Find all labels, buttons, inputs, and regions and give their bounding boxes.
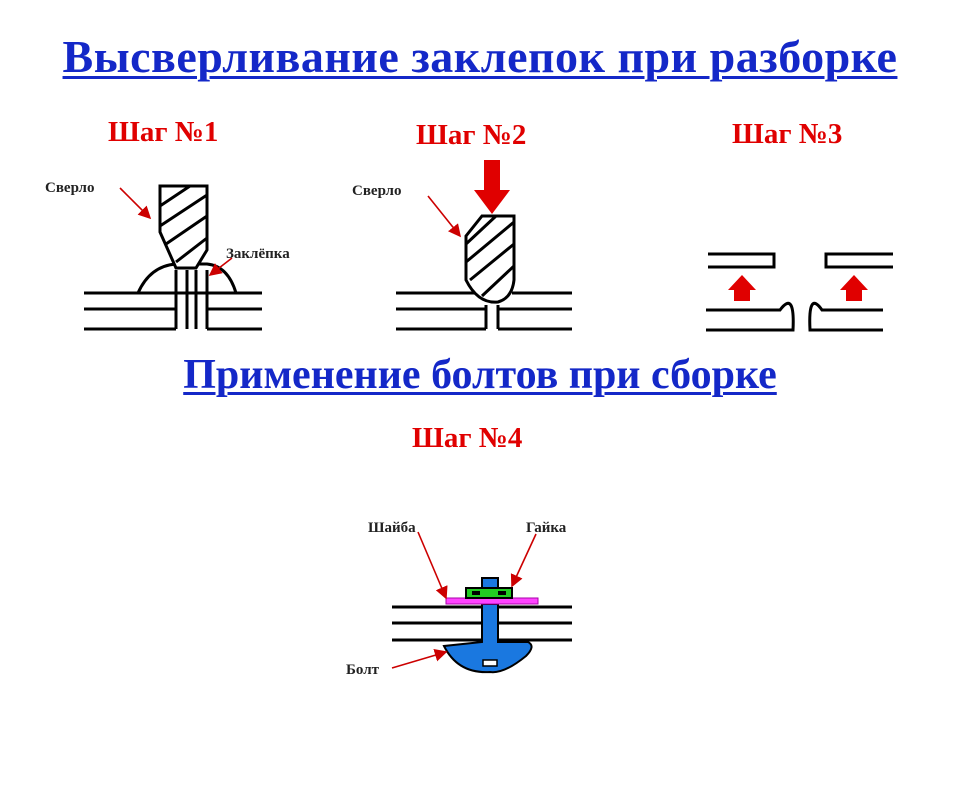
- drill-2: [464, 214, 516, 304]
- bolt-slot: [482, 659, 498, 667]
- drill-pointer-1: [119, 187, 152, 220]
- step-2-label: Шаг №2: [416, 119, 527, 151]
- drill-1: [158, 184, 209, 270]
- label-washer: Шайба: [368, 520, 416, 536]
- title-disassembly: Высверливание заклепок при разборке: [62, 31, 898, 82]
- bolt-tip: [481, 577, 499, 589]
- down-arrow-icon: [474, 160, 510, 214]
- title-assembly: Применение болтов при сборке: [183, 352, 777, 398]
- label-nut: Гайка: [526, 520, 567, 536]
- label-drill-1: Сверло: [45, 180, 94, 196]
- washer-pointer: [417, 531, 448, 600]
- nut-pointer: [510, 533, 537, 588]
- left-plate-3: [706, 252, 795, 332]
- bolt-shape: [442, 603, 533, 674]
- label-rivet-1: Заклёпка: [226, 246, 290, 262]
- right-plate-3: [808, 252, 893, 332]
- rivet-pointer-1: [208, 257, 233, 276]
- step-3-label: Шаг №3: [732, 118, 843, 150]
- step-4-label: Шаг №4: [412, 422, 523, 454]
- rivet-shank-1: [174, 270, 209, 329]
- label-drill-2: Сверло: [352, 183, 401, 199]
- step-1-diagram: [84, 184, 262, 331]
- label-bolt: Болт: [346, 662, 380, 678]
- bolt-pointer: [391, 649, 448, 669]
- step-3-diagram: [706, 252, 893, 332]
- up-arrow-right-icon: [840, 275, 868, 301]
- plates-2: [396, 291, 572, 331]
- step-4-diagram: [392, 577, 572, 674]
- drill-pointer-2: [427, 195, 461, 238]
- step-1-label: Шаг №1: [108, 116, 219, 148]
- step-2-diagram: [396, 214, 572, 331]
- up-arrow-left-icon: [728, 275, 756, 301]
- plates-1: [84, 291, 262, 331]
